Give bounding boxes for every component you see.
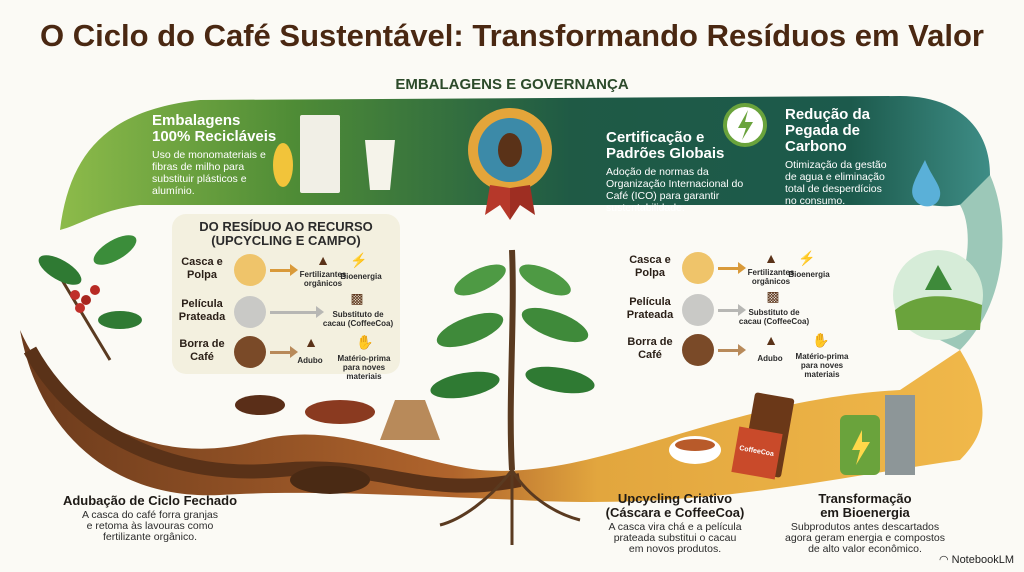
row-label-2: Polpa xyxy=(187,269,217,281)
carbon-text: Otimização da gestão de agua e eliminaçã… xyxy=(785,159,887,207)
coffee-grounds-icon xyxy=(682,334,714,366)
arrow-icon xyxy=(270,264,298,276)
water-drop-icon xyxy=(912,160,941,207)
output-label: Bioenergia xyxy=(340,272,382,281)
output-label: Adubo xyxy=(297,356,323,365)
brown-wave xyxy=(23,346,522,493)
row-label-2: Prateada xyxy=(178,311,226,323)
coffee-beans-icon xyxy=(234,254,266,286)
silverskin-icon xyxy=(234,296,266,328)
row-label-1: Casca e xyxy=(629,254,671,266)
tea-cup xyxy=(669,436,721,464)
arrow-icon xyxy=(270,346,298,358)
arrow-icon xyxy=(718,304,746,316)
row-label-1: Película xyxy=(181,298,223,310)
packaging-icons xyxy=(273,115,395,193)
lightning-icon: ⚡ xyxy=(350,252,368,268)
hand-sprout-icon: ✋ xyxy=(812,332,830,348)
arrow-icon xyxy=(718,344,746,356)
coffee-beans-icon xyxy=(682,252,714,284)
brand-watermark: ◠ NotebookLM xyxy=(939,553,1014,566)
packaging-text: Uso de monomateriais e fibras de milho p… xyxy=(152,149,266,197)
bioenergy-title-1: Transformação xyxy=(818,491,912,506)
upcycling-title-2: (Cáscara e CoffeeCoa) xyxy=(605,505,745,520)
certification-text: Adoção de normas da Organização Internac… xyxy=(606,166,744,214)
row-label-1: Borra de xyxy=(627,336,673,348)
packaging-title-1: Embalagens xyxy=(152,112,241,129)
tree xyxy=(430,249,595,545)
soil-sprout-icon: ▲ xyxy=(316,252,330,268)
fertilization-text: A casca do café forra granjas e retoma à… xyxy=(82,509,218,543)
soil-sprout-icon: ▲ xyxy=(304,334,318,350)
bioenergy-machine xyxy=(840,395,915,475)
output-label: Bioenergia xyxy=(788,270,830,279)
output-label: Fertilizantes orgânicos xyxy=(747,268,795,286)
row-label-1: Casca e xyxy=(181,256,223,268)
row-label-2: Polpa xyxy=(635,267,665,279)
notebooklm-logo-icon: ◠ xyxy=(938,554,949,566)
hand-sprout-icon: ✋ xyxy=(356,334,374,350)
certification-title-2: Padrões Globais xyxy=(606,145,725,162)
certification-title-1: Certificação e xyxy=(606,129,705,146)
recycle-energy-icon xyxy=(723,103,767,147)
carbon-title-1: Redução da xyxy=(785,106,871,123)
coffee-plant xyxy=(38,235,142,361)
upcycling-title-1: Upcycling Criativo xyxy=(617,491,733,506)
chocolate-icon: ▩ xyxy=(766,288,780,304)
certification-seal xyxy=(468,108,552,220)
packaging-block: Embalagens 100% Recicláveis Uso de monom… xyxy=(152,112,282,198)
panel-title-2: (UPCYCLING E CAMPO) xyxy=(211,233,361,248)
lightning-icon: ⚡ xyxy=(798,250,816,266)
carbon-title-2: Pegada de xyxy=(785,122,861,139)
output-label: Matério-prima para noves materiais xyxy=(795,352,849,379)
panel-title-1: DO RESÍDUO AO RECURSO xyxy=(199,219,373,234)
page-title: O Ciclo do Café Sustentável: Transforman… xyxy=(39,18,984,53)
bioenergy-caption: Transformação em Bioenergia Subprodutos … xyxy=(785,492,945,555)
fertilization-caption: Adubação de Ciclo Fechado A casca do caf… xyxy=(60,494,240,543)
row-label-2: Café xyxy=(190,351,214,363)
output-label: Adubo xyxy=(757,354,783,363)
carbon-block: Redução da Pegada de Carbono Otimização … xyxy=(785,106,895,208)
section-subtitle: EMBALAGENS E GOVERNANÇA xyxy=(395,76,629,93)
row-label-1: Película xyxy=(629,296,671,308)
fertilization-title: Adubação de Ciclo Fechado xyxy=(62,493,238,508)
output-label: Substituto de cacau (CoffeeCoa) xyxy=(738,308,810,326)
soil-sprout-icon: ▲ xyxy=(764,332,778,348)
bioenergy-text: Subprodutos antes descartados agora gera… xyxy=(785,521,945,555)
soil-sprout-icon: ▲ xyxy=(764,250,778,266)
row-label-1: Borra de xyxy=(179,338,225,350)
bioenergy-title-2: em Bioenergia xyxy=(820,505,910,520)
output-label: Fertilizantes orgânicos xyxy=(299,270,347,288)
arrow-icon xyxy=(718,262,746,274)
brand-name: NotebookLM xyxy=(951,554,1014,566)
landscape-icon xyxy=(893,250,983,340)
chocolate-bar xyxy=(731,392,795,480)
upcycling-text: A casca vira chá e a película prateada s… xyxy=(608,521,742,555)
residue-to-resource-panel: DO RESÍDUO AO RECURSO (UPCYCLING E CAMPO… xyxy=(172,214,400,381)
arrow-icon xyxy=(270,306,324,318)
upcycling-caption: Upcycling Criativo (Cáscara e CoffeeCoa)… xyxy=(600,492,750,555)
row-label-2: Prateada xyxy=(626,309,674,321)
row-label-2: Café xyxy=(638,349,662,361)
silverskin-icon xyxy=(682,294,714,326)
coffee-grounds-icon xyxy=(234,336,266,368)
output-label: Matério-prima para noves materiais xyxy=(337,354,391,381)
certification-block: Certificação e Padrões Globais Adoção de… xyxy=(606,129,756,215)
chocolate-icon: ▩ xyxy=(350,290,364,306)
packaging-title-2: 100% Recicláveis xyxy=(152,128,277,145)
carbon-title-3: Carbono xyxy=(785,138,847,155)
output-label: Substituto de cacau (CoffeeCoa) xyxy=(322,310,394,328)
soil-piles xyxy=(235,395,440,494)
